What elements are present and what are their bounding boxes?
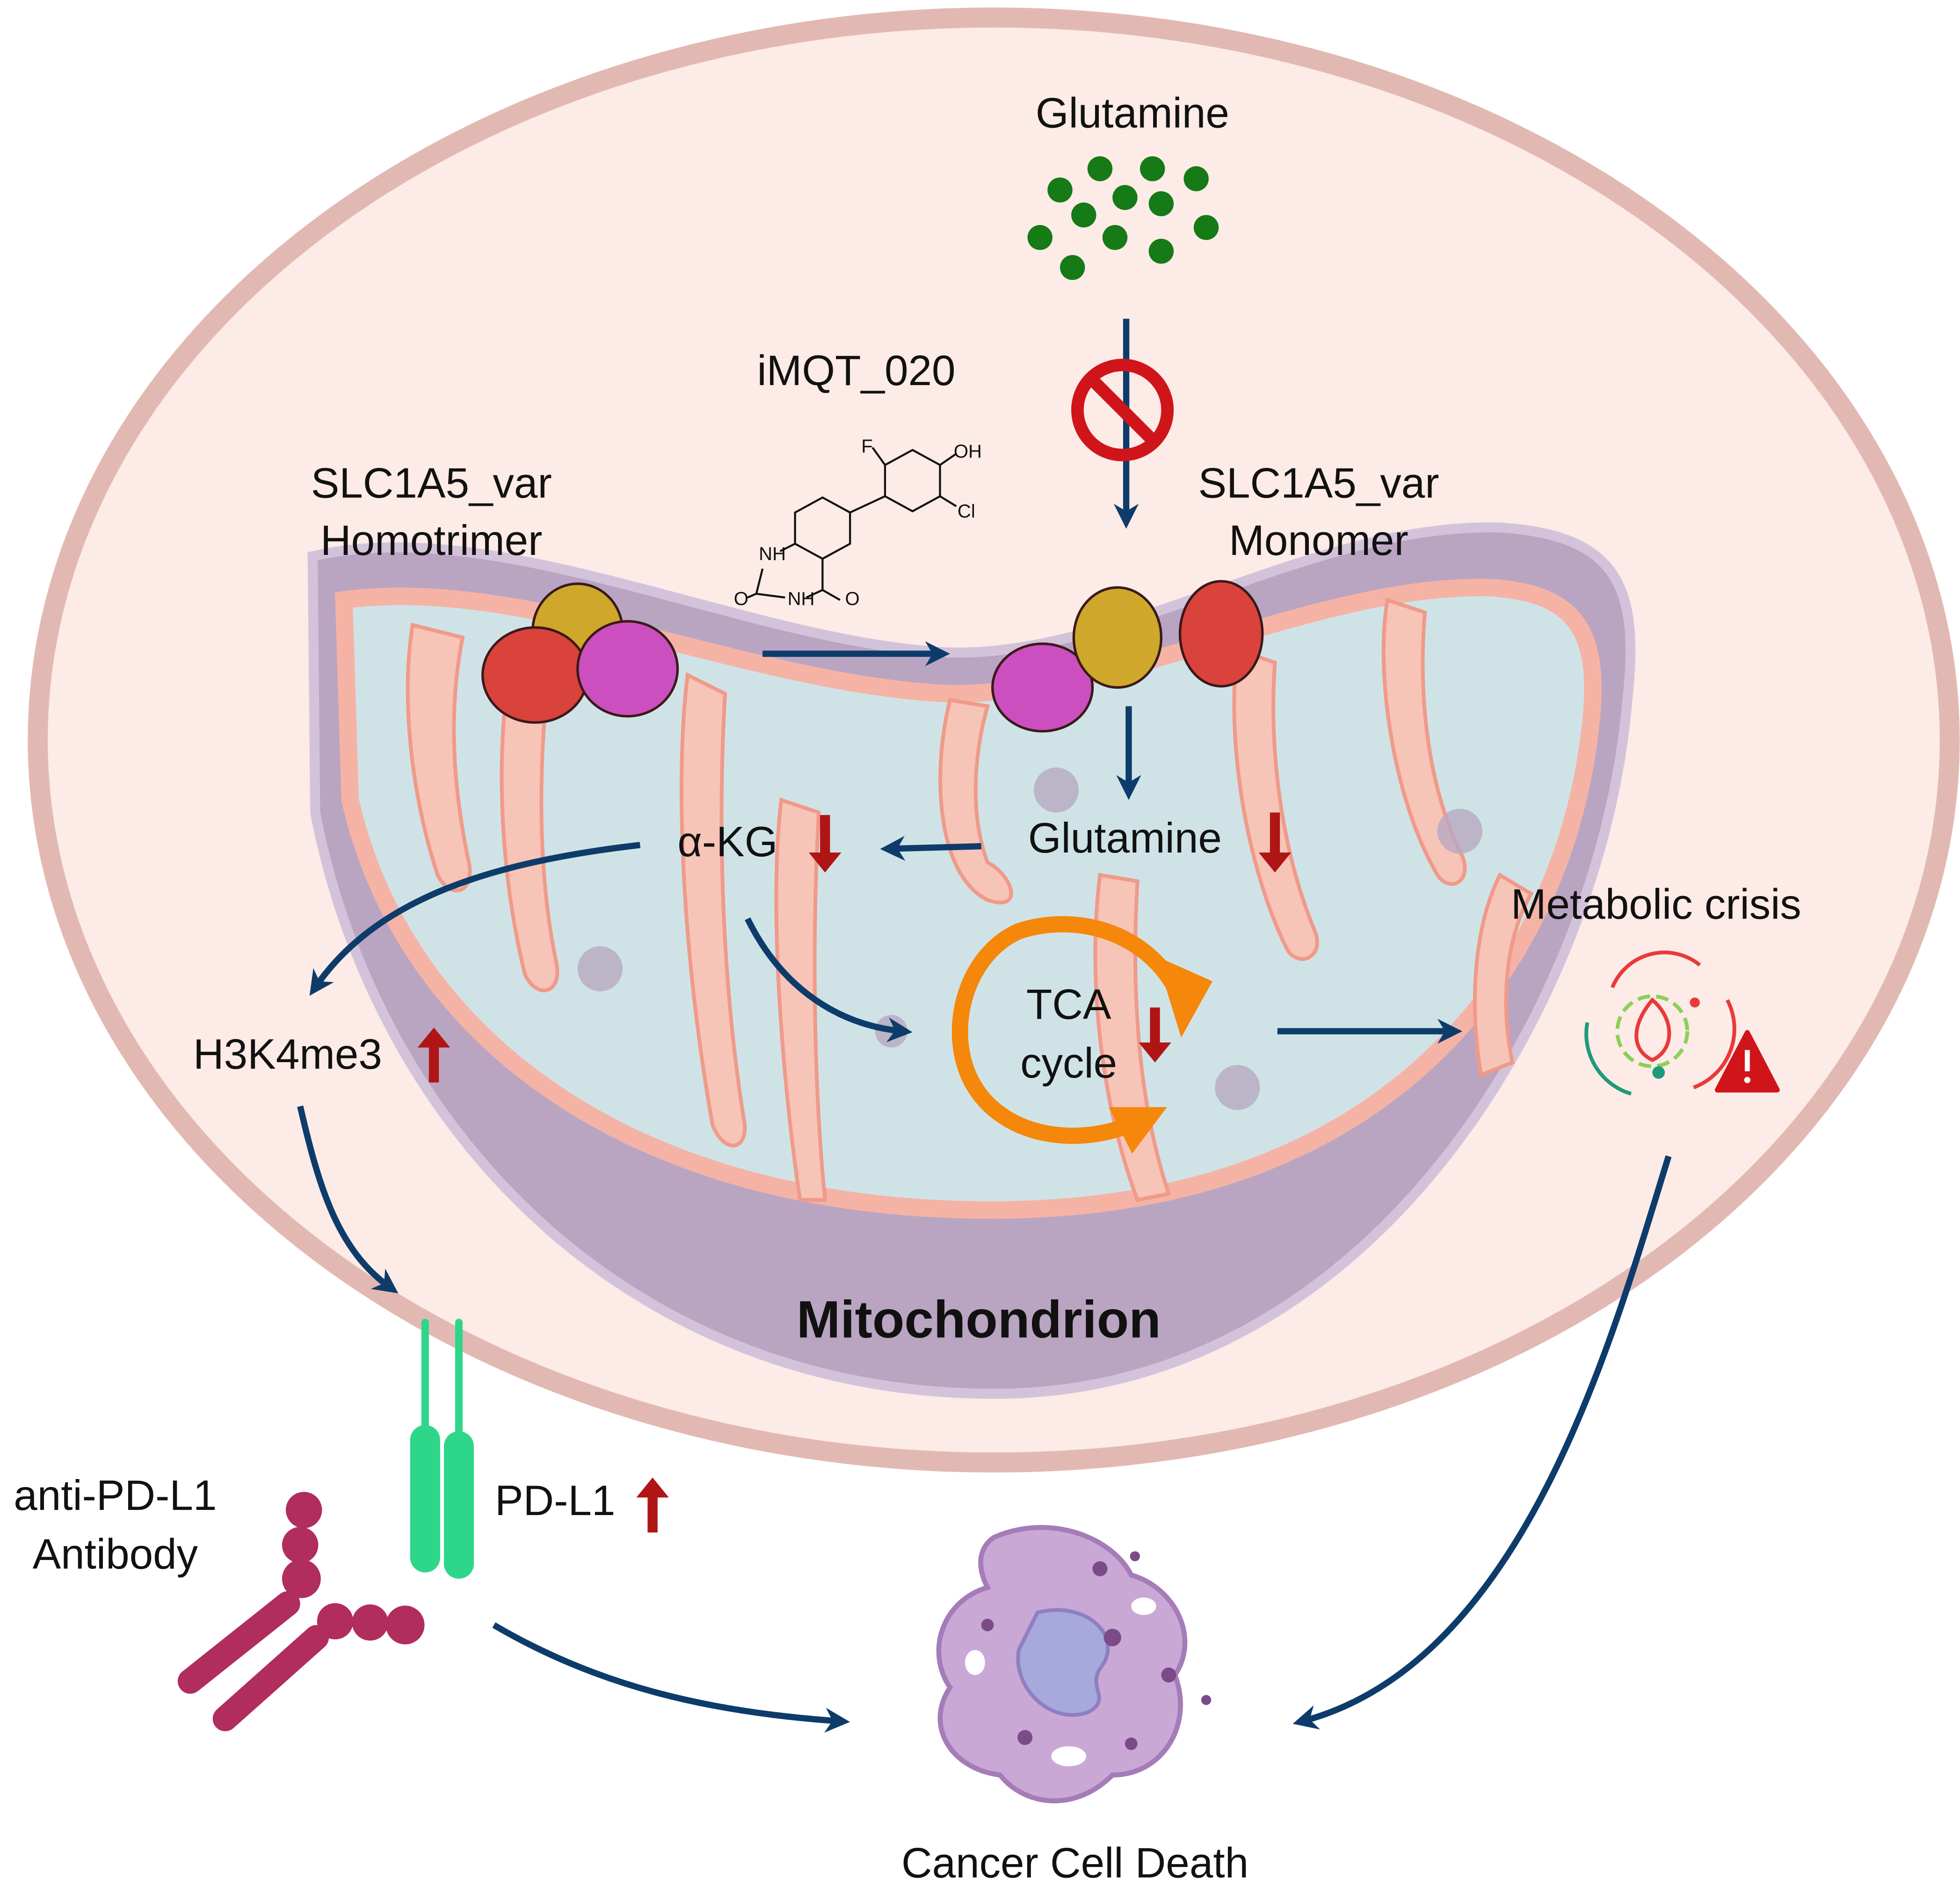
tca-label-line2: cycle — [1020, 1040, 1117, 1087]
homotrimer-protein — [481, 582, 679, 724]
homotrimer-label-line2: Homotrimer — [320, 517, 542, 564]
homotrimer-label-line1: SLC1A5_var — [311, 459, 552, 507]
crisis-to-death-arrow — [1292, 1155, 1672, 1730]
drug-label: iMQT_020 — [757, 347, 956, 394]
pdl1-to-death-arrow — [492, 1622, 850, 1733]
antibody-label-line2: Antibody — [33, 1531, 198, 1578]
mitochondrion-inner-membrane — [334, 578, 1602, 1219]
glutamine-to-akg-arrow — [880, 836, 981, 861]
atom-nh-bottom: NH — [788, 589, 815, 609]
akg-down-arrow — [809, 815, 842, 873]
atom-f: F — [861, 436, 872, 457]
warning-icon — [1714, 1030, 1780, 1093]
h3k4me3-label: H3K4me3 — [193, 1031, 382, 1078]
dying-cell-icon — [936, 1525, 1212, 1803]
glutamine-molecules — [1027, 156, 1219, 280]
akg-to-tca-arrow — [745, 917, 913, 1042]
tca-cycle-icon — [951, 916, 1212, 1154]
pd-l1-receptor-icon — [410, 1319, 474, 1579]
h3k4me3-to-pdl1-arrow — [297, 1105, 399, 1294]
metabolic-crisis-label: Metabolic crisis — [1511, 881, 1801, 928]
no-entry-icon — [1071, 358, 1174, 461]
tca-down-arrow — [1139, 1007, 1171, 1063]
tca-label-line1: TCA — [1026, 981, 1111, 1028]
monomer-proteins — [991, 580, 1264, 733]
cell-death-label: Cancer Cell Death — [901, 1840, 1249, 1887]
pdl1-label: PD-L1 — [495, 1477, 615, 1524]
atom-cl: Cl — [958, 501, 975, 522]
antibody-icon — [177, 1492, 425, 1732]
pdl1-up-arrow — [636, 1477, 669, 1533]
atom-nh-ring: NH — [759, 544, 786, 564]
monomer-label-line1: SLC1A5_var — [1198, 459, 1439, 507]
akg-to-h3k4me3-arrow — [309, 842, 641, 996]
cristae — [406, 598, 1534, 1203]
monomer-label-line2: Monomer — [1229, 517, 1408, 564]
h3k4me3-up-arrow — [417, 1027, 450, 1083]
glutamine-down-arrow — [1258, 812, 1292, 873]
akg-label: α-KG — [677, 818, 777, 866]
antibody-label-line1: anti-PD-L1 — [14, 1472, 217, 1519]
atom-o-right: O — [845, 589, 859, 609]
glutamine-label: Glutamine — [1036, 89, 1229, 137]
glutamine-mito-label: Glutamine — [1028, 815, 1222, 862]
mitochondrion-label: Mitochondrion — [797, 1290, 1161, 1349]
atom-oh: OH — [954, 441, 982, 462]
chemical-structure — [747, 447, 957, 601]
mitochondrion: Mitochondrion — [307, 522, 1636, 1399]
metabolic-crisis-icon — [1584, 950, 1736, 1096]
atom-o-left: O — [734, 589, 748, 609]
